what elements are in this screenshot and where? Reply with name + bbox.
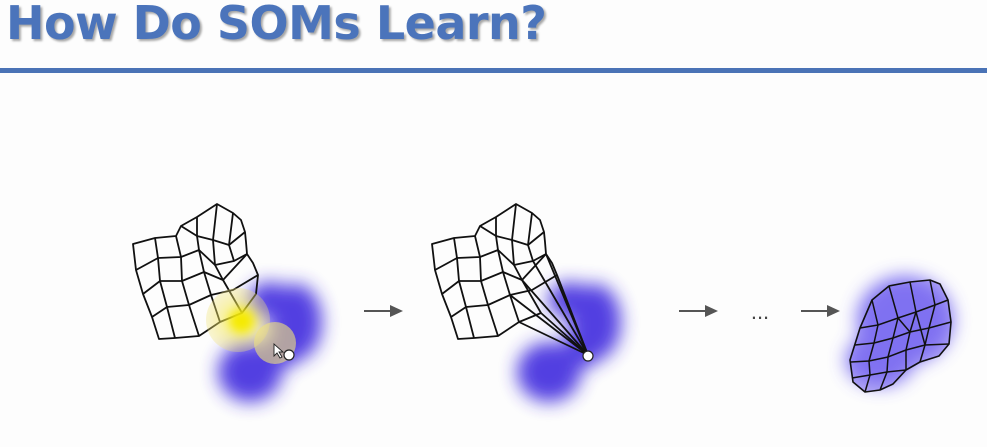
right-arrow-icon <box>801 305 840 317</box>
panel-converged <box>846 276 953 393</box>
som-grid-initial <box>132 203 259 340</box>
panel-initial <box>132 203 322 402</box>
mouse-cursor-icon <box>273 342 285 359</box>
som-grid-updated <box>431 203 589 356</box>
data-cloud-2 <box>517 282 621 402</box>
right-arrow-icon <box>364 305 403 317</box>
panel-update <box>431 203 621 402</box>
title-underline <box>0 68 987 73</box>
ellipsis: ... <box>751 299 769 324</box>
page-title: How Do SOMs Learn? <box>6 0 547 50</box>
data-point-1 <box>283 349 295 361</box>
right-arrow-icon <box>679 305 718 317</box>
som-grid-converged-lines <box>850 279 952 393</box>
data-point-2 <box>582 350 594 362</box>
bmu-highlight <box>206 288 296 364</box>
